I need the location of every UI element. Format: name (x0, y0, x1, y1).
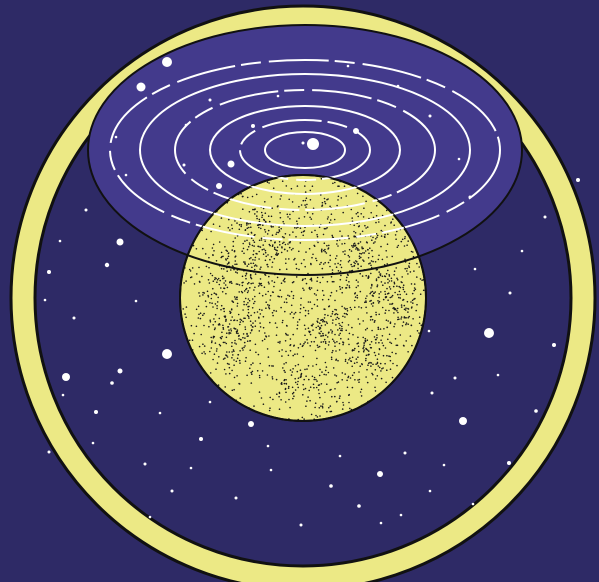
star-icon (443, 464, 446, 467)
star-icon (92, 442, 95, 445)
star-icon (521, 250, 524, 253)
star-icon (137, 83, 146, 92)
star-icon (105, 263, 109, 267)
star-icon (216, 183, 222, 189)
star-icon (329, 484, 333, 488)
star-icon (380, 522, 383, 525)
star-icon (474, 268, 477, 271)
star-icon (209, 401, 212, 404)
star-icon (149, 516, 152, 519)
star-icon (159, 412, 162, 415)
star-icon (73, 317, 76, 320)
star-icon (454, 377, 457, 380)
star-icon (347, 65, 350, 68)
star-icon (162, 57, 172, 67)
star-icon (339, 455, 342, 458)
star-icon (94, 410, 98, 414)
star-icon (185, 124, 188, 127)
star-icon (62, 373, 70, 381)
star-icon (125, 174, 128, 177)
star-icon (228, 161, 235, 168)
star-icon (48, 451, 51, 454)
star-icon (248, 421, 254, 427)
star-icon (270, 469, 273, 472)
star-icon (59, 240, 62, 243)
star-icon (484, 328, 494, 338)
star-icon (62, 394, 65, 397)
star-icon (544, 216, 547, 219)
star-icon (115, 136, 118, 139)
star-icon (353, 128, 359, 134)
star-icon (117, 239, 124, 246)
star-icon (308, 139, 318, 149)
star-icon (429, 115, 432, 118)
star-icon (209, 99, 212, 102)
star-icon (552, 343, 556, 347)
star-icon (44, 299, 47, 302)
star-icon (509, 292, 512, 295)
star-icon (576, 178, 580, 182)
star-icon (251, 124, 255, 128)
star-icon (472, 503, 475, 506)
star-icon (85, 209, 88, 212)
star-icon (47, 270, 51, 274)
star-icon (302, 142, 305, 145)
star-icon (469, 196, 472, 199)
star-icon (357, 504, 361, 508)
star-icon (110, 381, 114, 385)
star-icon (118, 369, 123, 374)
star-icon (507, 461, 511, 465)
star-icon (497, 374, 500, 377)
star-icon (162, 349, 172, 359)
star-icon (534, 409, 538, 413)
star-icon (431, 392, 434, 395)
star-icon (277, 95, 280, 98)
star-icon (199, 437, 203, 441)
star-icon (235, 497, 238, 500)
star-icon (458, 158, 461, 161)
star-icon (171, 490, 174, 493)
star-icon (404, 452, 407, 455)
star-icon (183, 164, 186, 167)
star-icon (190, 467, 193, 470)
star-icon (144, 463, 147, 466)
star-icon (428, 330, 431, 333)
star-icon (429, 490, 432, 493)
star-icon (459, 417, 467, 425)
star-icon (300, 524, 303, 527)
star-icon (135, 300, 138, 303)
star-icon (400, 514, 403, 517)
star-icon (377, 471, 383, 477)
star-icon (397, 85, 400, 88)
star-icon (267, 445, 270, 448)
